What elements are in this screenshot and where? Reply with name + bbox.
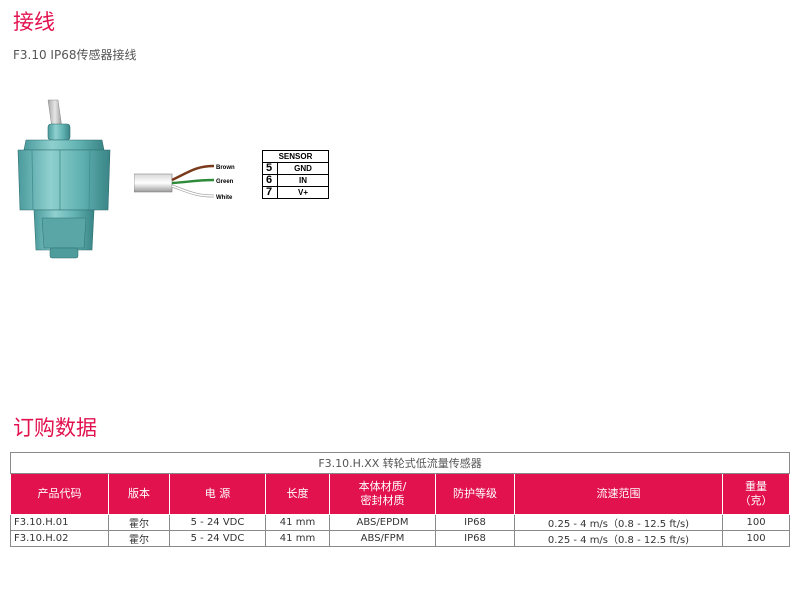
table-cell: 5 - 24 VDC bbox=[169, 514, 266, 531]
wiring-subtitle: F3.10 IP68传感器接线 bbox=[13, 48, 137, 62]
table-cell: 霍尔 bbox=[108, 514, 170, 531]
pin-signal: GND bbox=[277, 162, 329, 175]
brown-wire bbox=[171, 164, 215, 182]
wire-label: White bbox=[216, 195, 233, 201]
flow-sensor-image bbox=[17, 99, 111, 259]
wire-label: Brown bbox=[216, 165, 235, 171]
table-row: F3.10.H.02 霍尔 5 - 24 VDC 41 mm ABS/FPM I… bbox=[10, 530, 791, 547]
pin-number: 5 bbox=[262, 162, 278, 175]
table-cell: F3.10.H.01 bbox=[10, 514, 109, 531]
section-title-wiring: 接线 bbox=[13, 10, 55, 34]
column-header: 版本 bbox=[108, 473, 170, 515]
pin-number: 6 bbox=[262, 174, 278, 187]
table-cell: 100 bbox=[721, 530, 791, 547]
table-cell: ABS/EPDM bbox=[329, 514, 436, 531]
table-cell: 41 mm bbox=[265, 530, 330, 547]
pin-signal: IN bbox=[277, 174, 329, 187]
table-cell: 霍尔 bbox=[108, 530, 170, 547]
table-row: F3.10.H.01 霍尔 5 - 24 VDC 41 mm ABS/EPDM … bbox=[10, 514, 791, 531]
column-header: 重量 （克） bbox=[721, 473, 791, 515]
column-header: 长度 bbox=[265, 473, 330, 515]
green-wire bbox=[171, 178, 215, 185]
sensor-pinout-table: SENSOR 5 GND 6 IN 7 V+ bbox=[262, 150, 329, 199]
table-cell: 0.25 - 4 m/s（0.8 - 12.5 ft/s) bbox=[514, 514, 723, 531]
section-title-order: 订购数据 bbox=[13, 416, 97, 440]
wire-label: Green bbox=[216, 179, 234, 185]
pin-signal: V+ bbox=[277, 186, 329, 199]
table-cell: F3.10.H.02 bbox=[10, 530, 109, 547]
cable-wires-image: Brown Green White bbox=[134, 164, 235, 201]
pin-number: 7 bbox=[262, 186, 278, 199]
order-table-title: F3.10.H.XX 转轮式低流量传感器 bbox=[9, 452, 791, 474]
table-cell: IP68 bbox=[435, 514, 515, 531]
white-wire bbox=[171, 185, 215, 197]
column-header: 产品代码 bbox=[10, 473, 109, 515]
table-cell: 0.25 - 4 m/s（0.8 - 12.5 ft/s) bbox=[514, 530, 723, 547]
column-header: 防护等级 bbox=[435, 473, 515, 515]
table-cell: 5 - 24 VDC bbox=[169, 530, 266, 547]
table-cell: 41 mm bbox=[265, 514, 330, 531]
column-header: 本体材质/ 密封材质 bbox=[329, 473, 436, 515]
column-header: 流速范围 bbox=[514, 473, 723, 515]
table-cell: 100 bbox=[721, 514, 791, 531]
table-cell: ABS/FPM bbox=[329, 530, 436, 547]
sensor-table-header: SENSOR bbox=[262, 150, 329, 163]
table-cell: IP68 bbox=[435, 530, 515, 547]
order-data-table: F3.10.H.XX 转轮式低流量传感器 产品代码 版本 电 源 长度 本体材质… bbox=[9, 452, 791, 547]
column-header: 电 源 bbox=[169, 473, 266, 515]
